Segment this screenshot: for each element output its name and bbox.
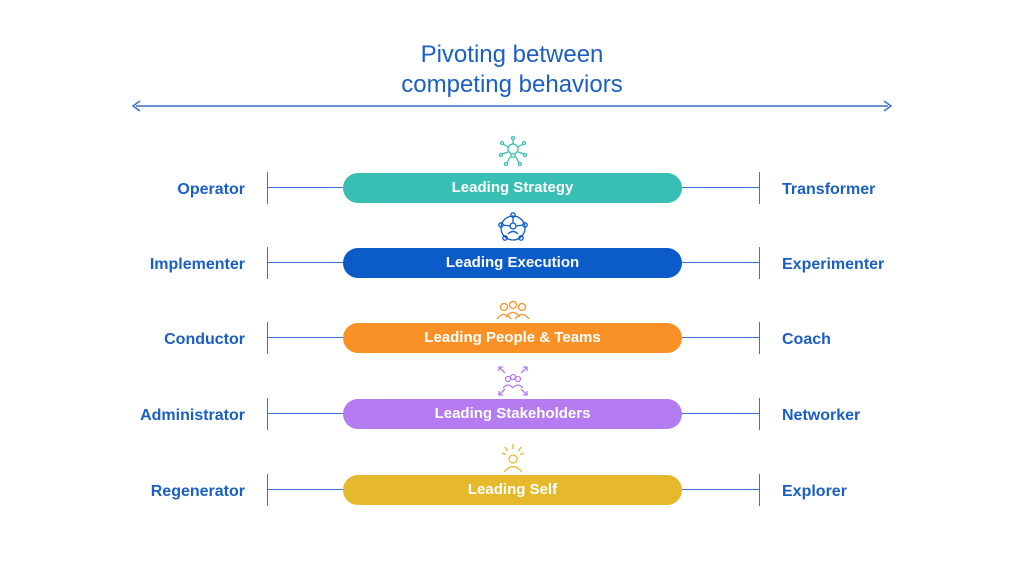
group-people-icon [496,300,530,320]
lightbulb-network-icon [498,135,528,167]
leading-strategy-pill: Leading Strategy [343,173,682,203]
left-tick [267,398,268,430]
right-line [680,413,760,414]
people-arrows-icon [498,366,528,396]
left-tick [267,322,268,354]
leading-stakeholders-pill: Leading Stakeholders [343,399,682,429]
right-line [680,489,760,490]
right-line [680,262,760,263]
right-label: Coach [782,331,831,348]
right-line [680,187,760,188]
right-tick [759,247,760,279]
right-label: Networker [782,407,861,424]
row-people-teams: Conductor Leading People & Teams Coach [0,320,1024,360]
right-tick [759,474,760,506]
right-tick [759,172,760,204]
left-label: Conductor [164,331,245,348]
right-tick [759,322,760,354]
title-line-2: competing behaviors [401,71,623,98]
left-tick [267,474,268,506]
left-line [267,413,345,414]
left-label: Administrator [140,407,245,424]
left-label: Operator [177,181,245,198]
title-line-1: Pivoting between [420,41,604,68]
person-radiant-icon [501,444,525,473]
person-network-icon [498,212,528,241]
left-line [267,489,345,490]
row-self: Regenerator Leading Self Explorer [0,472,1024,512]
row-stakeholders: Administrator Leading Stakeholders Netwo… [0,396,1024,436]
leading-people-teams-pill: Leading People & Teams [343,323,682,353]
left-line [267,262,345,263]
right-line [680,337,760,338]
left-tick [267,172,268,204]
double-arrow-icon [131,100,893,112]
right-label: Explorer [782,483,847,500]
row-execution: Implementer Leading Execution Experiment… [0,245,1024,285]
left-line [267,337,345,338]
leading-self-pill: Leading Self [343,475,682,505]
left-label: Implementer [149,256,245,273]
left-tick [267,247,268,279]
row-strategy: Operator Leading Strategy Transformer [0,170,1024,210]
right-tick [759,398,760,430]
right-label: Transformer [782,181,876,198]
diagram-title: Pivoting between competing behaviors [0,40,1024,100]
right-label: Experimenter [782,256,885,273]
left-label: Regenerator [150,483,245,500]
leading-execution-pill: Leading Execution [343,248,682,278]
left-line [267,187,345,188]
